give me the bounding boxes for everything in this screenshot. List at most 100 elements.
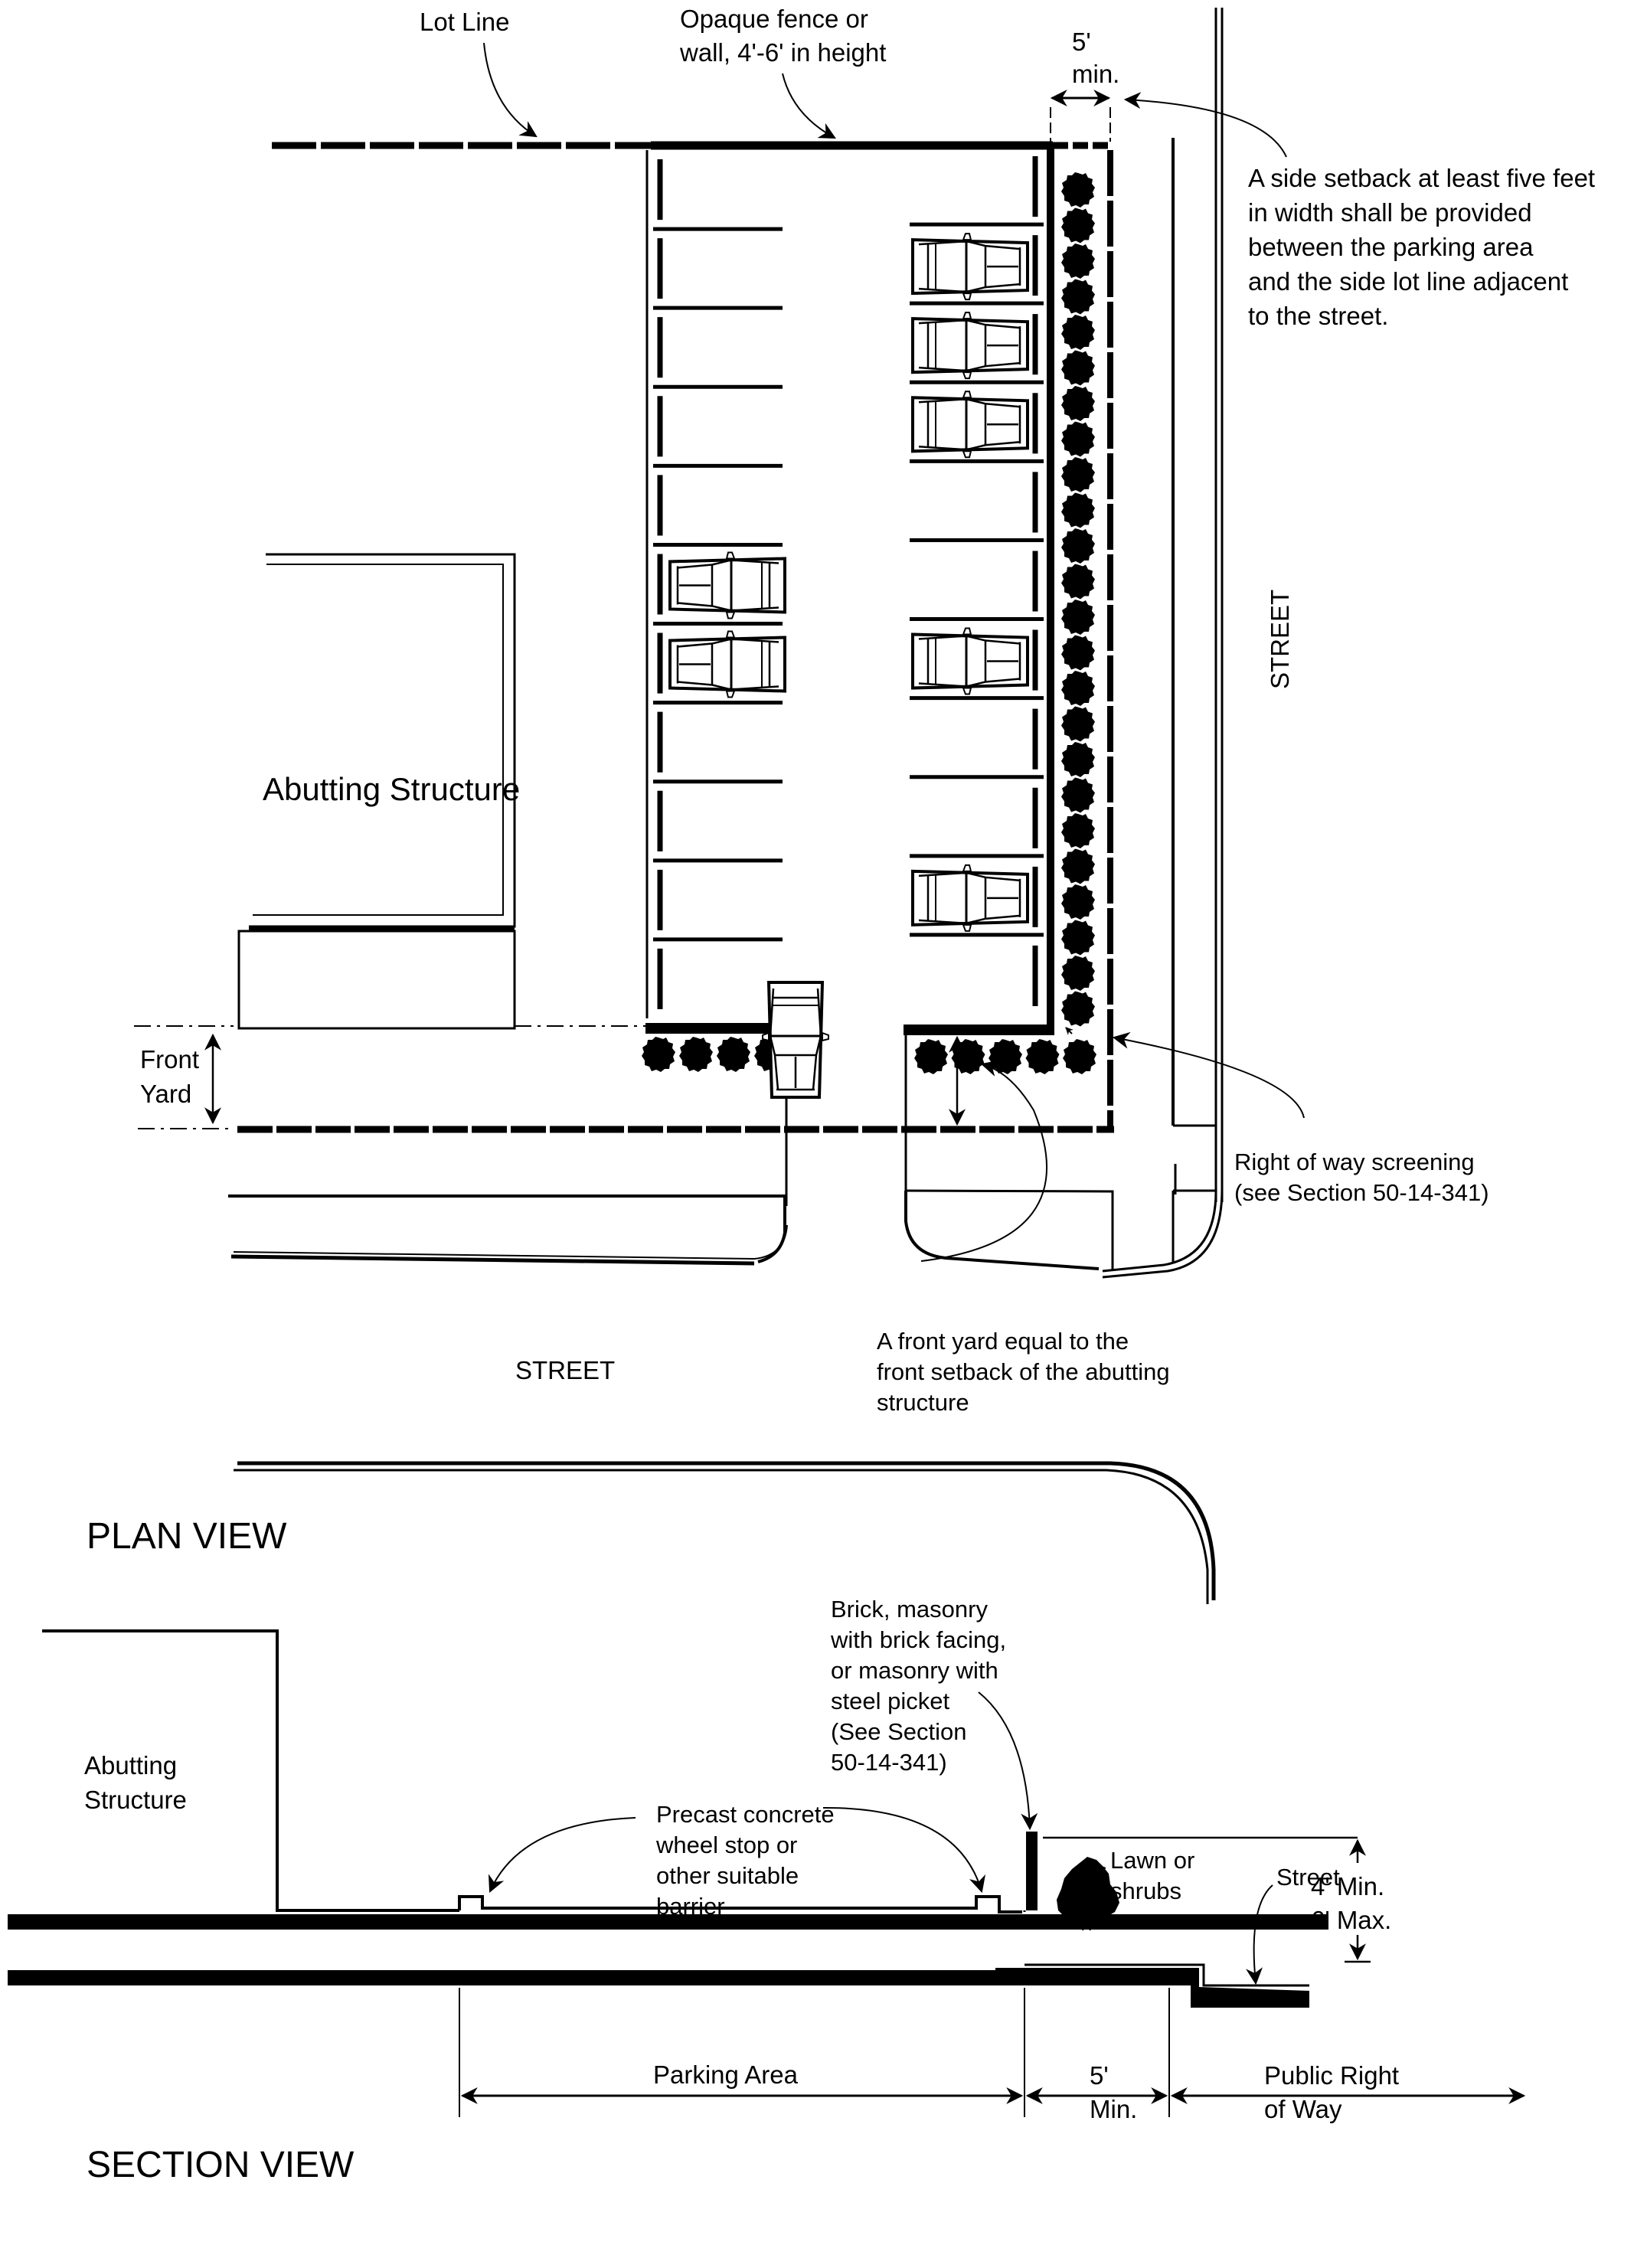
lawn-label-2: shrubs bbox=[1110, 1877, 1181, 1904]
sidewalk-left bbox=[228, 1194, 786, 1263]
side-setback-note-line: A side setback at least five feet bbox=[1248, 164, 1595, 192]
street-label-horizontal: STREET bbox=[515, 1356, 615, 1384]
front-yard-area bbox=[237, 930, 516, 1030]
shrub-icon bbox=[1061, 279, 1095, 315]
fence-leader bbox=[782, 73, 836, 139]
shrub-icon bbox=[1061, 813, 1095, 848]
car-icon bbox=[911, 863, 1029, 933]
front-yard-note-line: front setback of the abutting bbox=[877, 1358, 1170, 1385]
shrub-icon bbox=[717, 1037, 750, 1072]
parking-surface bbox=[458, 1895, 1022, 1913]
wall-note: Brick, masonry with brick facing, or mas… bbox=[830, 1596, 1006, 1776]
wheel-stop-note: Precast concrete wheel stop or other sui… bbox=[655, 1801, 835, 1920]
car-icon bbox=[668, 551, 786, 620]
wheel-stop-leader-left bbox=[489, 1817, 636, 1894]
setback-dim-label-2: min. bbox=[1072, 60, 1119, 88]
fence-label-1: Opaque fence or bbox=[680, 5, 868, 33]
height-label-2: 6' Max. bbox=[1311, 1906, 1391, 1934]
height-label-1: 4' Min. bbox=[1311, 1872, 1384, 1900]
wall-note-line: with brick facing, bbox=[830, 1626, 1006, 1653]
shrub-icon bbox=[1061, 991, 1095, 1027]
shrub-icon bbox=[1061, 671, 1095, 706]
shrub-icon bbox=[1063, 1039, 1096, 1074]
shrub-icon bbox=[1061, 421, 1095, 457]
lawn-label-1: Lawn or bbox=[1110, 1847, 1194, 1874]
shrub-icon bbox=[1061, 956, 1095, 991]
side-setback-note-line: in width shall be provided bbox=[1248, 198, 1532, 227]
plan-view-title: PLAN VIEW bbox=[87, 1516, 287, 1557]
shrub-icon bbox=[914, 1039, 948, 1074]
shrub-icon bbox=[642, 1037, 675, 1072]
front-yard-leader bbox=[920, 1060, 1047, 1262]
parking-area-label: Parking Area bbox=[653, 2060, 799, 2089]
shrub-icon bbox=[1025, 1039, 1060, 1074]
side-setback-note-line: to the street. bbox=[1248, 302, 1388, 330]
plan-view: Abutting Structure Front Yard STREET STR… bbox=[87, 5, 1595, 1604]
wheel-stop-leader-right bbox=[822, 1806, 986, 1894]
side-setback-note-line: and the side lot line adjacent bbox=[1248, 267, 1568, 296]
shrub-icon bbox=[1061, 492, 1095, 528]
section-view-title: SECTION VIEW bbox=[87, 2145, 355, 2185]
side-setback-note-line: between the parking area bbox=[1248, 233, 1534, 261]
shrub-icon bbox=[1061, 172, 1095, 208]
shrub-icon bbox=[1061, 848, 1095, 884]
setback-label-1: 5' bbox=[1090, 2061, 1109, 2090]
section-abutting-label-1: Abutting bbox=[84, 1751, 177, 1779]
side-setback-note: A side setback at least five feet in wid… bbox=[1248, 164, 1595, 330]
front-yard-note-line: A front yard equal to the bbox=[877, 1328, 1129, 1355]
wall-note-line: 50-14-341) bbox=[831, 1749, 947, 1776]
row-screening-line: (see Section 50-14-341) bbox=[1234, 1179, 1489, 1206]
wall-note-line: steel picket bbox=[831, 1688, 949, 1714]
street-curb-lower bbox=[237, 1461, 1216, 1600]
ground-step bbox=[995, 1968, 1309, 2008]
screening-wall bbox=[1026, 1832, 1038, 1910]
shrub-icon bbox=[1061, 884, 1095, 920]
front-shrub-rows bbox=[642, 1037, 1096, 1074]
wheel-stop-note-line: Precast concrete bbox=[656, 1801, 835, 1828]
entering-car bbox=[761, 981, 830, 1099]
parked-cars bbox=[668, 232, 1029, 933]
shrub-icon bbox=[1061, 777, 1095, 813]
shrub-icon bbox=[1061, 243, 1095, 279]
shrub-icon bbox=[679, 1037, 713, 1072]
side-setback-leader bbox=[1123, 92, 1287, 158]
setback-dim-label-1: 5' bbox=[1072, 28, 1091, 56]
front-yard-label-2: Yard bbox=[140, 1080, 191, 1108]
wall-leader bbox=[978, 1691, 1038, 1831]
section-view: Abutting Structure 4' Min. 6' Max. Lawn … bbox=[8, 1596, 1526, 2185]
row-screening-line: Right of way screening bbox=[1234, 1149, 1475, 1175]
side-shrub-row bbox=[1061, 172, 1095, 1027]
car-icon bbox=[911, 626, 1029, 696]
street-label-vertical: STREET bbox=[1266, 590, 1294, 689]
front-yard-note-line: structure bbox=[877, 1389, 969, 1416]
wheel-stop-note-line: barrier bbox=[656, 1893, 725, 1920]
row-label-2: of Way bbox=[1264, 2095, 1342, 2123]
shrub-icon bbox=[1061, 457, 1095, 492]
car-icon bbox=[668, 629, 786, 699]
car-icon bbox=[911, 311, 1029, 381]
shrub-icon bbox=[1061, 564, 1095, 600]
shrub-icon bbox=[1061, 600, 1095, 635]
wheel-stop-note-line: other suitable bbox=[656, 1862, 799, 1889]
setback-label-2: Min. bbox=[1090, 2095, 1137, 2123]
abutting-structure-outline bbox=[253, 553, 516, 928]
lot-line-leader bbox=[483, 42, 538, 138]
car-icon bbox=[911, 390, 1029, 459]
abutting-structure-label: Abutting Structure bbox=[263, 771, 520, 807]
parking-stalls bbox=[653, 156, 1044, 1009]
shrub-icon bbox=[1061, 742, 1095, 777]
shrub-icon bbox=[1061, 315, 1095, 350]
street-leader bbox=[1246, 1884, 1273, 1985]
wall-note-line: or masonry with bbox=[831, 1657, 998, 1684]
shrub-icon bbox=[1061, 635, 1095, 671]
car-icon bbox=[911, 232, 1029, 302]
shrub-icon bbox=[1061, 920, 1095, 956]
shrub-icon bbox=[1061, 208, 1095, 243]
section-abutting-structure bbox=[42, 1629, 459, 1912]
wall-note-line: Brick, masonry bbox=[831, 1596, 988, 1623]
lawn-leader bbox=[1065, 1865, 1106, 1913]
street-label-section: Street bbox=[1276, 1864, 1340, 1891]
sidewalk-right bbox=[904, 1191, 1100, 1270]
shrub-icon bbox=[1061, 386, 1095, 421]
